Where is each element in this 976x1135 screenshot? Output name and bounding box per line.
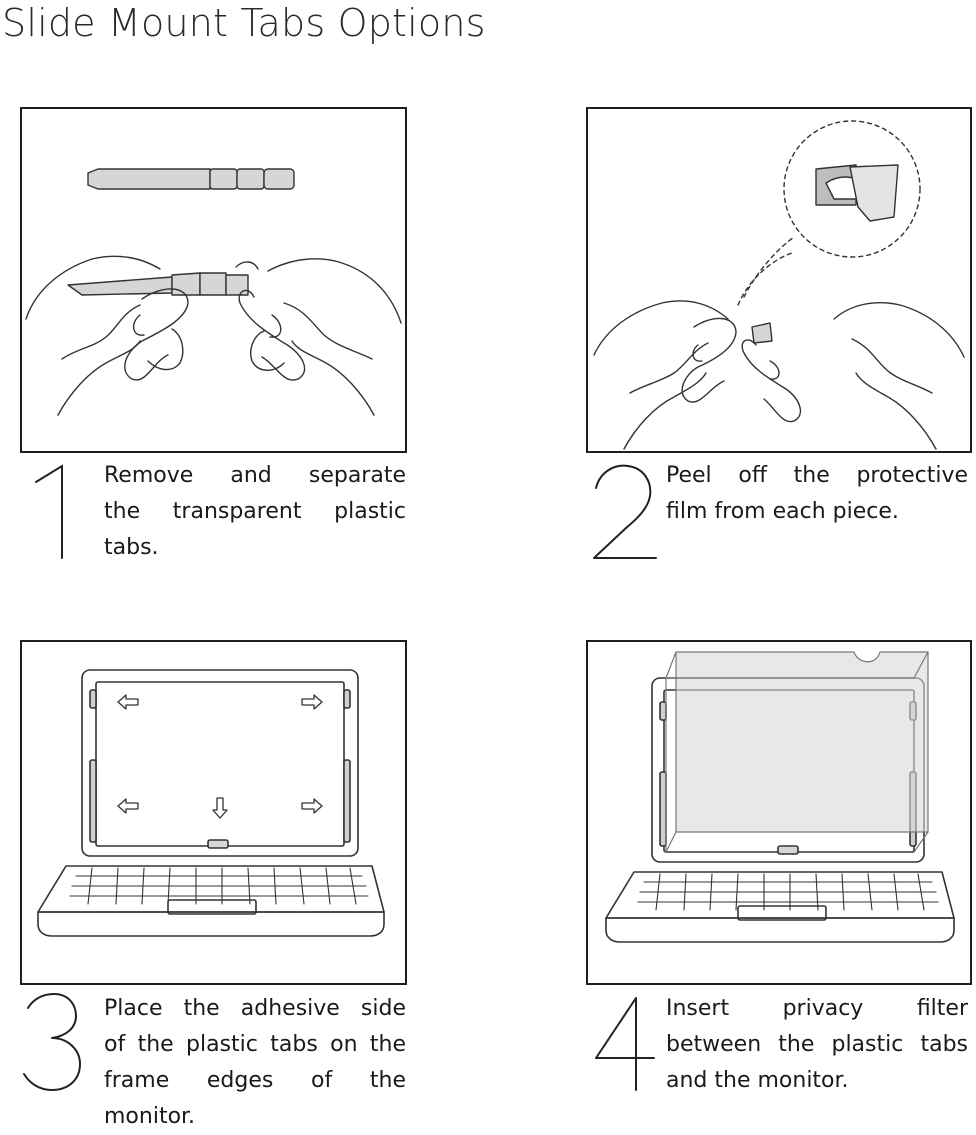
direction-arrows-icon [117,694,323,819]
step-3-line: frame edges of the [104,1068,406,1093]
step-3-text: Place the adhesive side of the plastic t… [104,991,406,1135]
step-2-line: film from each piece. [666,499,899,524]
zoom-detail-icon [737,120,921,306]
laptop-icon [37,669,385,937]
step-1-line: the transparent plastic [104,499,406,524]
step-4-illustration [586,640,972,985]
step-3-number [22,992,84,1092]
step-3-line: Place the adhesive side [104,996,406,1021]
privacy-filter-icon [665,651,929,853]
step-1-illustration [20,107,407,453]
step-2-text: Peel off the protective film from each p… [666,458,968,530]
step-4-number [592,994,656,1092]
step-4-text: Insert privacy filter between the plasti… [666,991,968,1099]
right-hand-icon [225,258,402,416]
step-2-number [590,462,660,560]
step-4-line: Insert privacy filter [666,996,968,1021]
tab-strip-icon [87,168,295,190]
step-4-line: between the plastic tabs [666,1032,968,1057]
step-3-illustration [20,640,407,985]
step-2-illustration [586,107,972,453]
tab-markers-icon [89,689,351,843]
step-1-line: tabs. [104,535,159,560]
page-title: Slide Mount Tabs Options [2,1,486,45]
left-hand-icon [25,255,227,416]
step-1-number [30,462,70,560]
step-2-line: Peel off the protective [666,463,968,488]
step-1-text: Remove and separate the transparent plas… [104,458,406,566]
hands-icon [593,300,965,450]
step-3-line: of the plastic tabs on the [104,1032,406,1057]
step-4-line: and the monitor. [666,1068,849,1093]
step-1-line: Remove and separate [104,463,406,488]
step-3-line: monitor. [104,1104,196,1129]
